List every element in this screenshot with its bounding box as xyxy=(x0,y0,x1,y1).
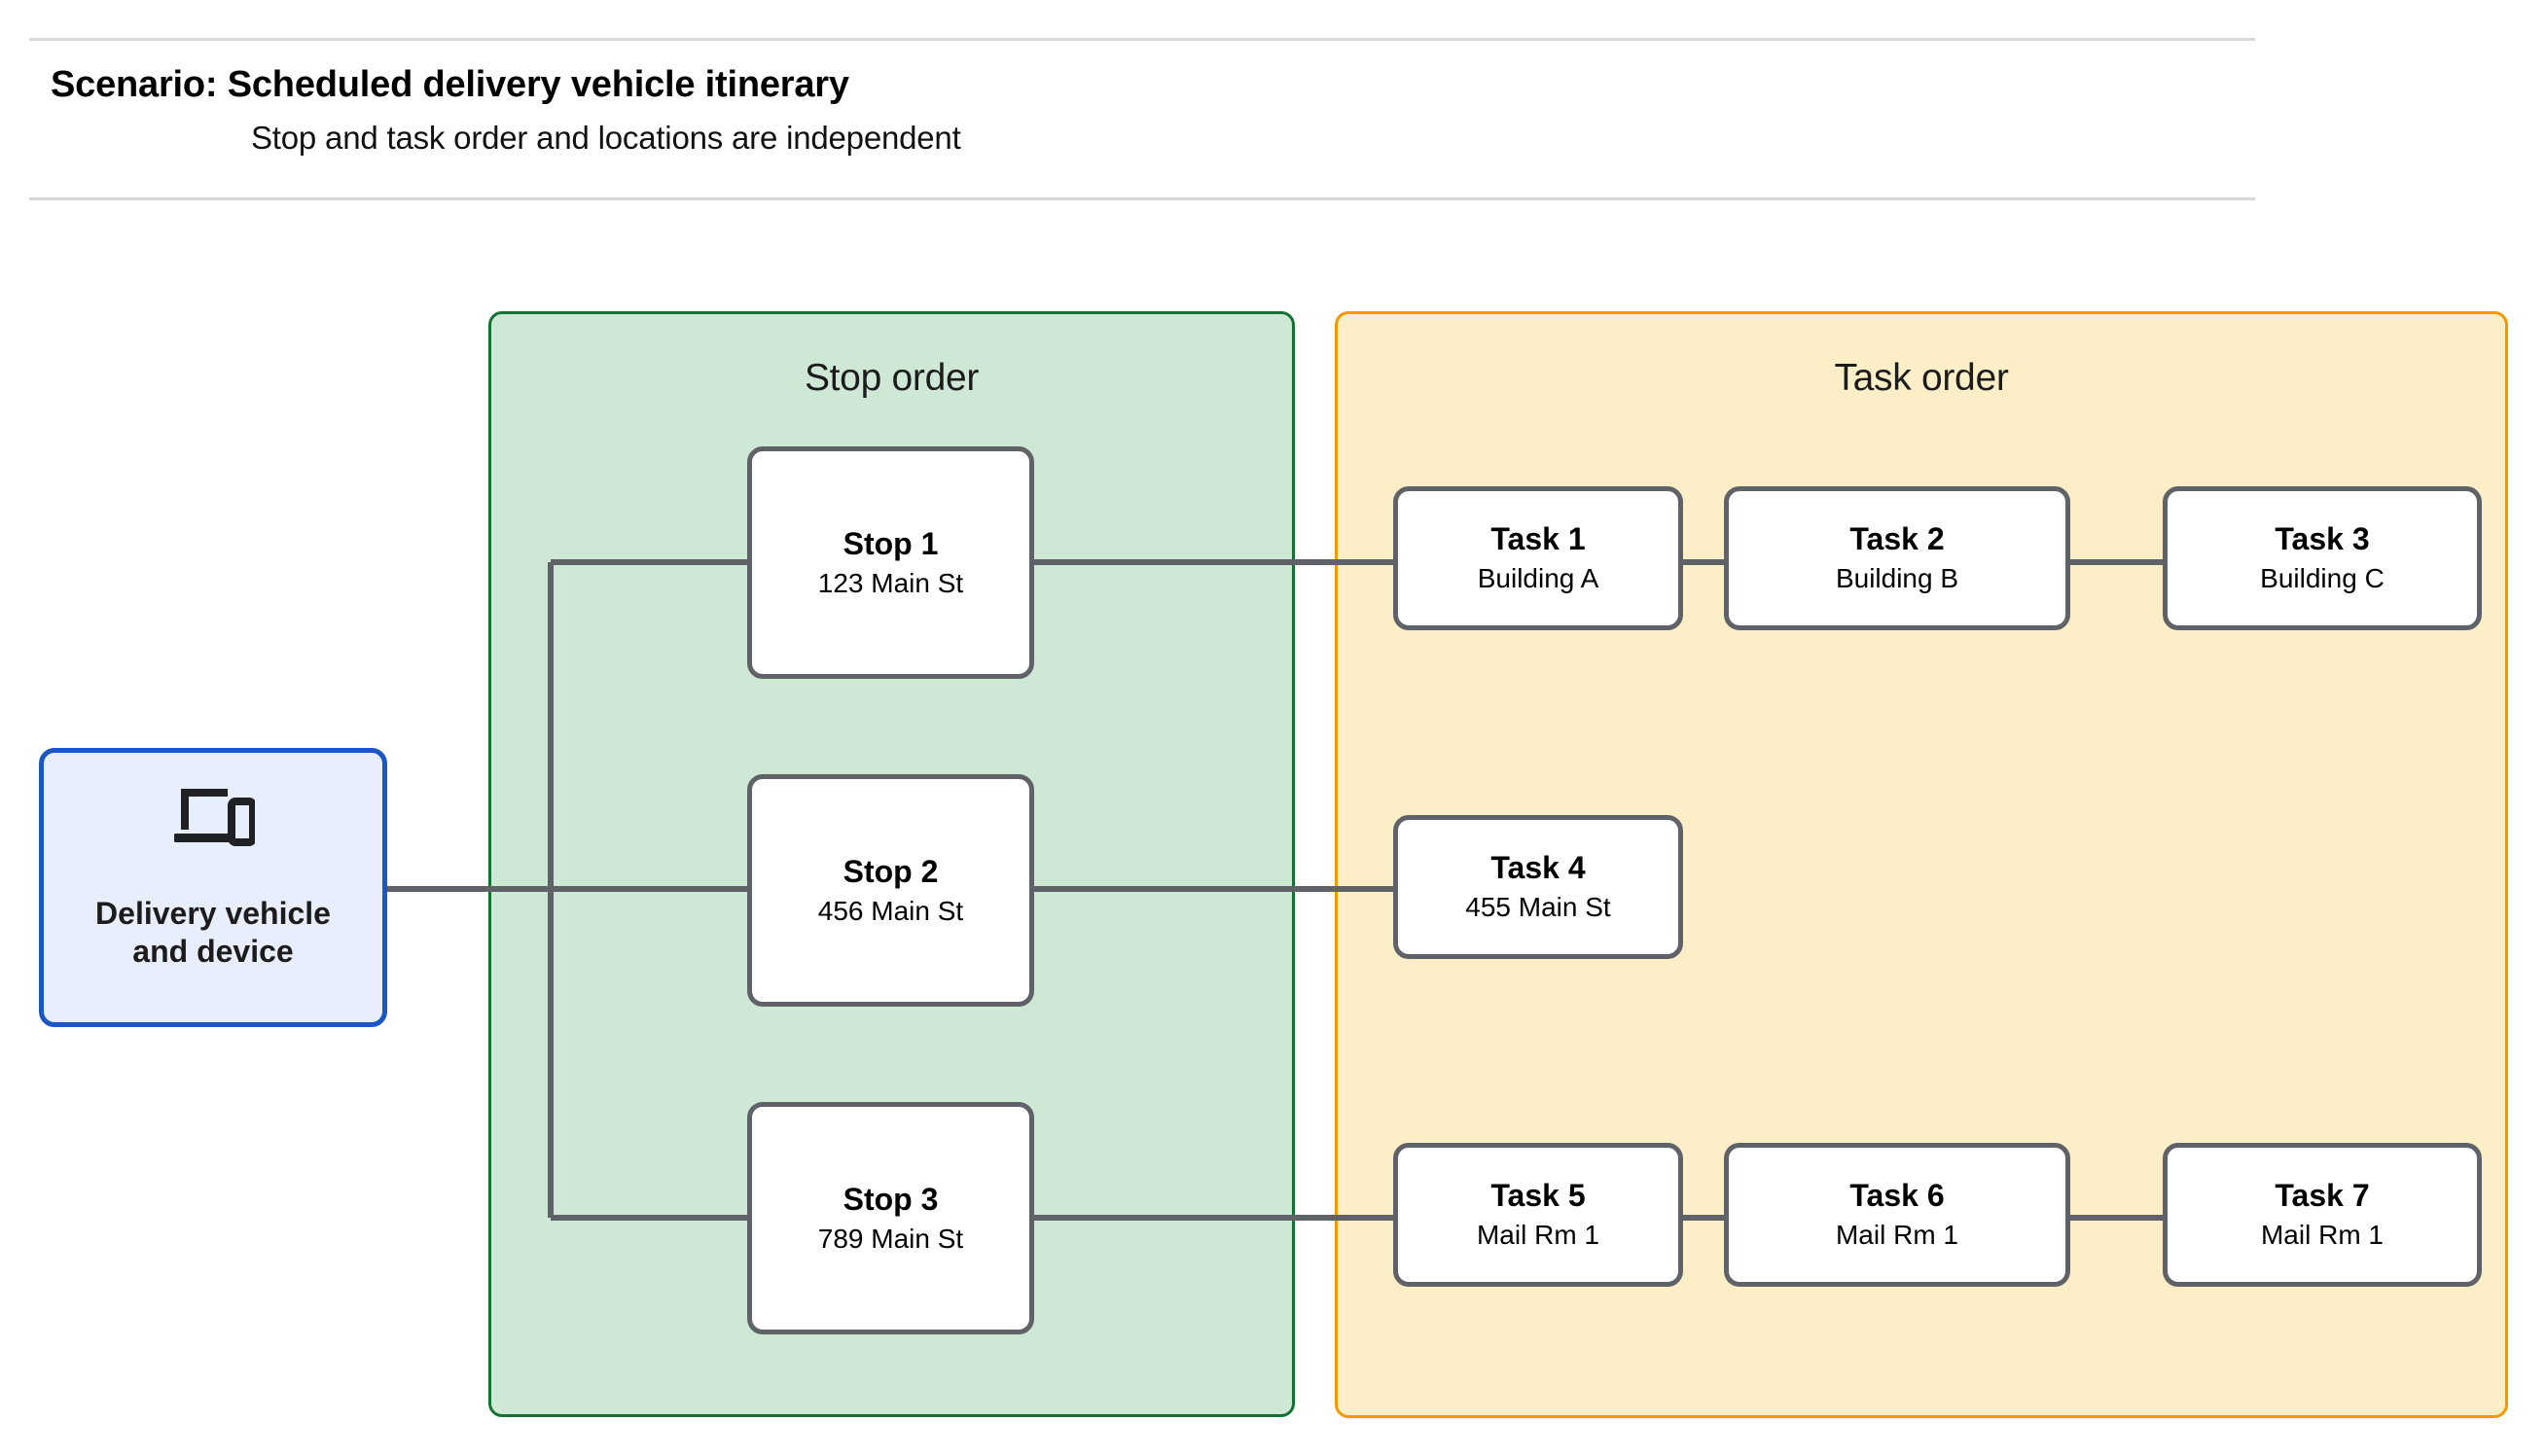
stop-order-lane-title: Stop order xyxy=(804,357,980,399)
task-node-2-location: Building B xyxy=(1835,563,1959,594)
delivery-vehicle-node[interactable]: Delivery vehicle and device xyxy=(39,748,387,1027)
stop-node-3-title: Stop 3 xyxy=(843,1181,939,1217)
task-node-7[interactable]: Task 7 Mail Rm 1 xyxy=(2163,1143,2482,1287)
stop-node-1-title: Stop 1 xyxy=(843,525,939,561)
task-node-3[interactable]: Task 3 Building C xyxy=(2163,486,2482,630)
task-node-6-title: Task 6 xyxy=(1849,1178,1945,1214)
task-node-4-location: 455 Main St xyxy=(1465,892,1611,923)
delivery-vehicle-label-line1: Delivery vehicle xyxy=(95,895,331,931)
task-node-6-location: Mail Rm 1 xyxy=(1835,1220,1958,1251)
stop-node-2-address: 456 Main St xyxy=(817,895,964,926)
delivery-vehicle-label: Delivery vehicle and device xyxy=(95,895,331,971)
task-node-4[interactable]: Task 4 455 Main St xyxy=(1393,815,1683,959)
stop-node-3[interactable]: Stop 3 789 Main St xyxy=(747,1102,1034,1334)
task-order-lane-title: Task order xyxy=(1834,357,2009,399)
header-divider-top xyxy=(29,38,2255,41)
task-node-5-location: Mail Rm 1 xyxy=(1476,1220,1599,1251)
stop-node-3-address: 789 Main St xyxy=(817,1223,964,1254)
devices-icon xyxy=(171,783,257,852)
task-node-5-title: Task 5 xyxy=(1490,1178,1586,1214)
task-node-1-location: Building A xyxy=(1477,563,1599,594)
page-title: Scenario: Scheduled delivery vehicle iti… xyxy=(51,64,849,105)
delivery-vehicle-label-line2: and device xyxy=(132,934,294,969)
task-node-1[interactable]: Task 1 Building A xyxy=(1393,486,1683,630)
task-node-2-title: Task 2 xyxy=(1849,521,1945,557)
stop-node-2[interactable]: Stop 2 456 Main St xyxy=(747,774,1034,1007)
task-node-5[interactable]: Task 5 Mail Rm 1 xyxy=(1393,1143,1683,1287)
header-divider-bottom xyxy=(29,197,2255,200)
task-node-1-title: Task 1 xyxy=(1490,521,1586,557)
stop-node-2-title: Stop 2 xyxy=(843,853,939,889)
stop-node-1[interactable]: Stop 1 123 Main St xyxy=(747,446,1034,679)
task-node-6[interactable]: Task 6 Mail Rm 1 xyxy=(1724,1143,2070,1287)
task-node-3-location: Building C xyxy=(2260,563,2385,594)
task-node-2[interactable]: Task 2 Building B xyxy=(1724,486,2070,630)
page-subtitle: Stop and task order and locations are in… xyxy=(251,120,961,156)
task-node-7-location: Mail Rm 1 xyxy=(2260,1220,2384,1251)
task-node-3-title: Task 3 xyxy=(2275,521,2370,557)
task-node-7-title: Task 7 xyxy=(2275,1178,2370,1214)
stop-node-1-address: 123 Main St xyxy=(817,567,964,598)
task-node-4-title: Task 4 xyxy=(1490,850,1586,886)
